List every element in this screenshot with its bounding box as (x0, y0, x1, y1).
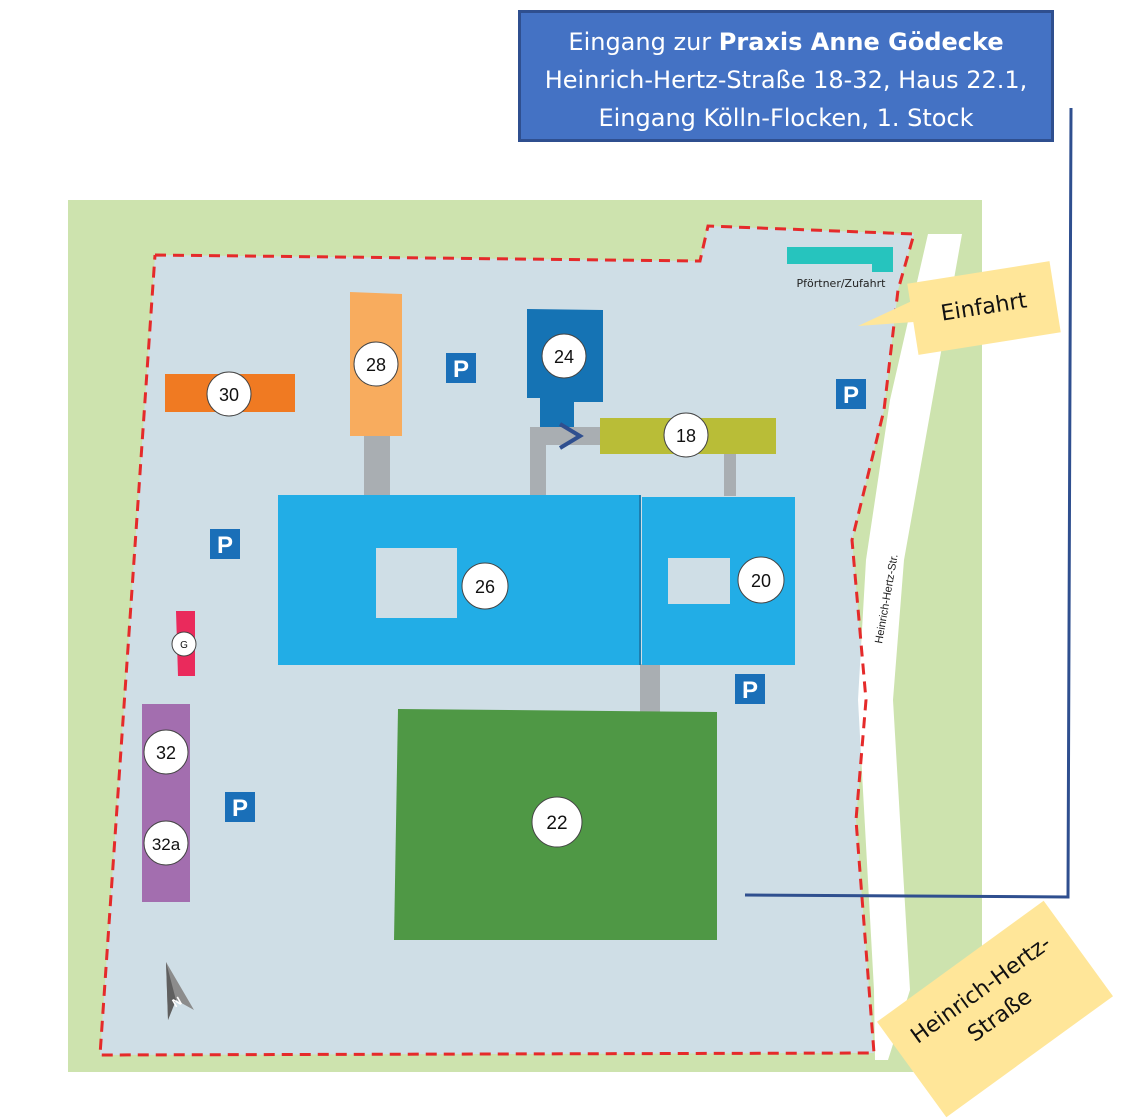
svg-text:30: 30 (219, 385, 239, 405)
parking-icon: P (225, 792, 255, 822)
svg-text:28: 28 (366, 355, 386, 375)
parking-icon: P (210, 529, 240, 559)
svg-text:P: P (843, 382, 859, 409)
label-18: 18 (663, 412, 709, 458)
label-24: 24 (541, 333, 587, 379)
street (858, 234, 962, 1060)
svg-text:P: P (232, 795, 248, 822)
info-line-1: Eingang zur Praxis Anne Gödecke (568, 28, 1004, 56)
info-line-3: Eingang Kölln-Flocken, 1. Stock (598, 104, 974, 132)
label-26: 26 (461, 562, 509, 610)
connector-24-26 (530, 427, 546, 496)
svg-text:P: P (453, 356, 469, 383)
label-20: 20 (737, 556, 785, 604)
connector-20-22 (640, 664, 660, 712)
einfahrt-pointer (858, 300, 914, 326)
connector-28-26 (364, 434, 390, 496)
parking-icon: P (446, 353, 476, 383)
parking-icon: P (836, 379, 866, 409)
svg-text:24: 24 (554, 347, 574, 367)
label-g: G (171, 631, 197, 657)
svg-text:32: 32 (156, 743, 176, 763)
svg-text:32a: 32a (152, 835, 181, 854)
pfoertner-label: Pförtner/Zufahrt (797, 277, 887, 290)
label-32a: 32a (143, 820, 189, 866)
svg-text:P: P (742, 677, 758, 704)
courtyard-26 (376, 548, 457, 618)
connector-18-20 (724, 452, 736, 496)
svg-text:20: 20 (751, 571, 771, 591)
courtyard-20 (668, 558, 730, 604)
property-boundary (98, 224, 916, 1057)
label-22: 22 (531, 796, 583, 848)
north-arrow-icon: N (166, 962, 194, 1020)
connector-24-18 (530, 427, 602, 445)
label-32: 32 (143, 729, 189, 775)
svg-text:26: 26 (475, 577, 495, 597)
building-26 (278, 495, 640, 665)
label-28: 28 (353, 341, 399, 387)
svg-text:22: 22 (546, 813, 567, 834)
svg-text:G: G (180, 640, 188, 651)
svg-text:18: 18 (676, 426, 696, 446)
info-line-2: Heinrich-Hertz-Straße 18-32, Haus 22.1, (544, 66, 1028, 94)
entrance-info-box: Eingang zur Praxis Anne Gödecke Heinrich… (518, 10, 1054, 142)
pfoertner-booth (787, 247, 893, 272)
parking-icon: P (735, 674, 765, 704)
label-30: 30 (206, 371, 252, 417)
entrance-chevron-icon (558, 422, 584, 450)
route-line (744, 107, 1073, 899)
svg-text:P: P (217, 532, 233, 559)
